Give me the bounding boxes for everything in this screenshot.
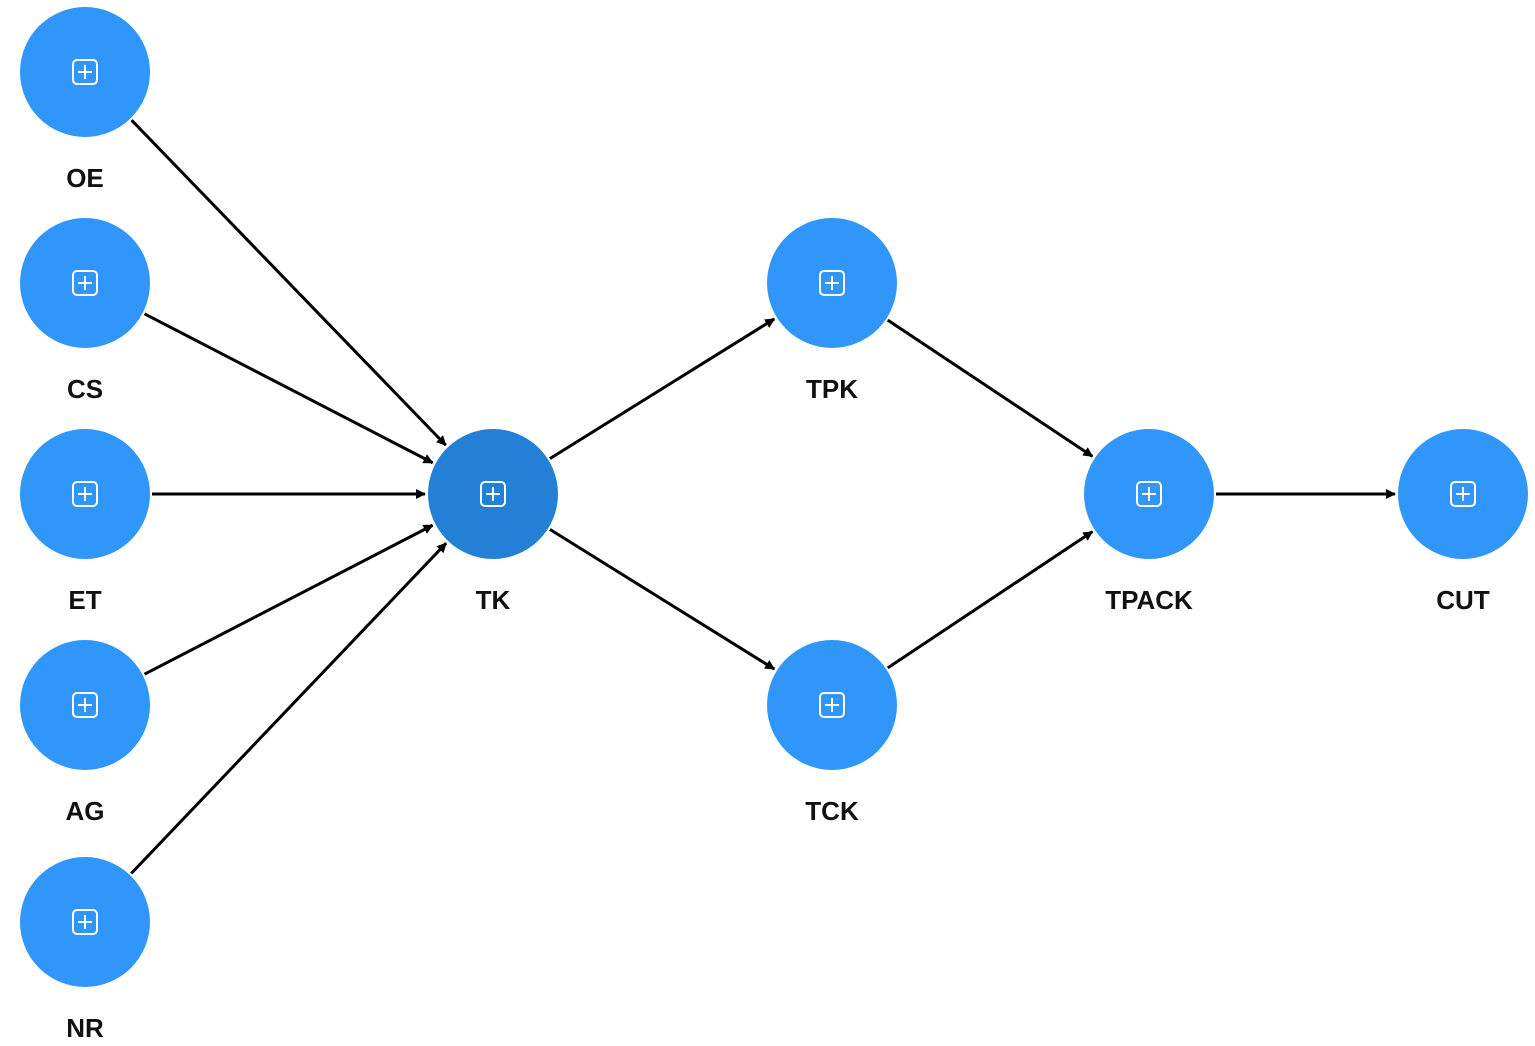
edge-nr-to-tk <box>130 542 448 875</box>
expand-plus-icon[interactable] <box>72 909 98 935</box>
node-nr[interactable]: NR <box>20 857 150 1043</box>
expand-plus-icon[interactable] <box>72 270 98 296</box>
node-label: TPACK <box>1105 585 1193 615</box>
node-tpk[interactable]: TPK <box>767 218 897 404</box>
expand-plus-icon[interactable] <box>72 692 98 718</box>
node-cs[interactable]: CS <box>20 218 150 404</box>
node-label: TCK <box>805 796 859 826</box>
edge-tck-to-tpack <box>886 530 1094 670</box>
node-label: CS <box>67 374 103 404</box>
edge-tk-to-tck <box>549 528 776 671</box>
node-label: TK <box>476 585 511 615</box>
node-tck[interactable]: TCK <box>767 640 897 826</box>
node-label: ET <box>68 585 101 615</box>
expand-plus-icon[interactable] <box>72 59 98 85</box>
node-label: OE <box>66 163 104 193</box>
expand-plus-icon[interactable] <box>1450 481 1476 507</box>
node-et[interactable]: ET <box>20 429 150 615</box>
node-tk[interactable]: TK <box>428 429 558 615</box>
node-tpack[interactable]: TPACK <box>1084 429 1214 615</box>
node-label: NR <box>66 1013 104 1043</box>
expand-plus-icon[interactable] <box>72 481 98 507</box>
edges-layer <box>130 119 1396 875</box>
expand-plus-icon[interactable] <box>819 692 845 718</box>
node-cut[interactable]: CUT <box>1398 429 1528 615</box>
node-label: CUT <box>1436 585 1490 615</box>
node-label: AG <box>66 796 105 826</box>
edge-ag-to-tk <box>143 523 434 676</box>
node-ag[interactable]: AG <box>20 640 150 826</box>
edge-oe-to-tk <box>130 119 447 447</box>
edge-cs-to-tk <box>143 312 434 465</box>
expand-plus-icon[interactable] <box>480 481 506 507</box>
node-label: TPK <box>806 374 858 404</box>
nodes-layer: OE CS ET AG NR TK TPK TCK TPACK CUT <box>20 7 1528 1043</box>
edge-tpk-to-tpack <box>886 318 1094 458</box>
node-oe[interactable]: OE <box>20 7 150 193</box>
edge-tk-to-tpk <box>549 317 776 460</box>
expand-plus-icon[interactable] <box>1136 481 1162 507</box>
expand-plus-icon[interactable] <box>819 270 845 296</box>
